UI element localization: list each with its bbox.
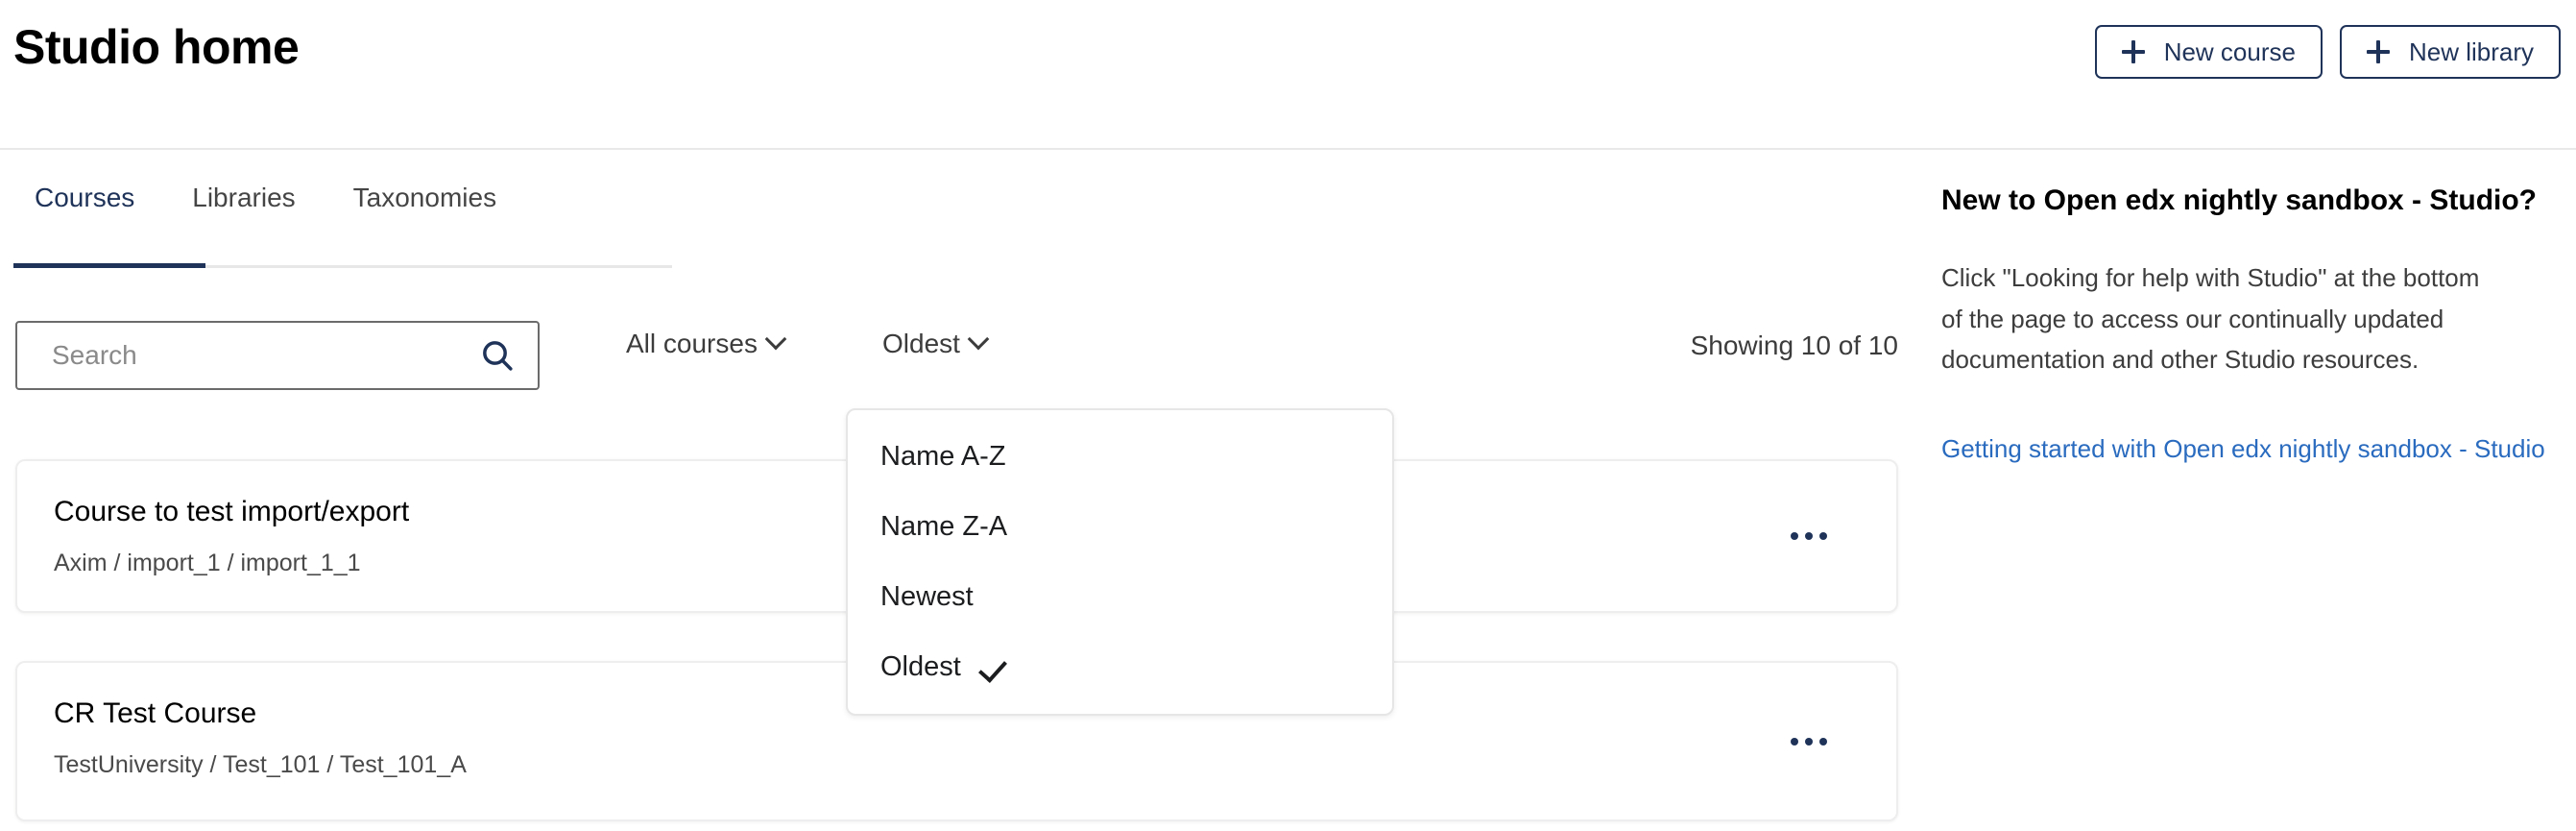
new-course-label: New course (2163, 37, 2296, 66)
dot (1791, 532, 1798, 540)
search-input[interactable] (17, 323, 457, 388)
course-title: CR Test Course (54, 697, 257, 729)
search-box[interactable] (15, 321, 540, 390)
dot (1805, 737, 1813, 745)
ellipsis-icon[interactable] (1781, 724, 1837, 759)
menu-item-label: Name A-Z (880, 441, 1006, 472)
menu-item-label: Oldest (880, 651, 961, 682)
chevron-down-icon (767, 331, 784, 349)
sort-filter-label: Oldest (882, 329, 960, 358)
new-library-button[interactable]: New library (2339, 25, 2561, 79)
dot (1819, 737, 1827, 745)
plus-icon (2366, 40, 2390, 63)
tab-courses[interactable]: Courses (13, 183, 163, 238)
active-tab-indicator (13, 263, 205, 268)
main-tabs: Courses Libraries Taxonomies (13, 183, 672, 238)
new-course-button[interactable]: New course (2094, 25, 2323, 79)
menu-item-name-az[interactable]: Name A-Z (848, 422, 1392, 492)
chevron-down-icon (970, 331, 987, 349)
menu-item-name-za[interactable]: Name Z-A (848, 492, 1392, 562)
dot (1791, 737, 1798, 745)
tab-taxonomies[interactable]: Taxonomies (325, 183, 525, 238)
sort-dropdown-menu: Name A-Z Name Z-A Newest Oldest (846, 408, 1394, 716)
page-header: Studio home New course New library (0, 0, 2576, 150)
menu-item-label: Newest (880, 581, 974, 612)
check-icon (982, 653, 1011, 682)
course-subtitle: TestUniversity / Test_101 / Test_101_A (54, 751, 467, 778)
getting-started-link[interactable]: Getting started with Open edx nightly sa… (1941, 433, 2545, 463)
help-sidebar: New to Open edx nightly sandbox - Studio… (1941, 183, 2556, 469)
search-icon[interactable] (457, 323, 538, 388)
sort-filter-dropdown[interactable]: Oldest (879, 323, 991, 365)
menu-item-oldest[interactable]: Oldest (848, 632, 1392, 702)
course-card[interactable]: CR Test Course TestUniversity / Test_101… (15, 661, 1898, 821)
tabs-divider (13, 265, 672, 268)
sidebar-heading: New to Open edx nightly sandbox - Studio… (1941, 184, 2538, 216)
showing-count: Showing 10 of 10 (1690, 330, 1898, 360)
menu-item-label: Name Z-A (880, 511, 1008, 542)
dot (1819, 532, 1827, 540)
new-library-label: New library (2408, 37, 2534, 66)
dot (1805, 532, 1813, 540)
course-subtitle: Axim / import_1 / import_1_1 (54, 550, 361, 576)
course-filter-label: All courses (626, 329, 758, 358)
tab-libraries[interactable]: Libraries (163, 183, 324, 238)
header-actions: New course New library (2094, 25, 2561, 79)
course-title: Course to test import/export (54, 496, 410, 527)
sidebar-body-text: Click "Looking for help with Studio" at … (1941, 263, 2480, 374)
ellipsis-icon[interactable] (1781, 519, 1837, 553)
course-filter-dropdown[interactable]: All courses (622, 323, 788, 365)
page-title: Studio home (13, 20, 300, 74)
menu-item-newest[interactable]: Newest (848, 562, 1392, 632)
plus-icon (2121, 40, 2145, 63)
